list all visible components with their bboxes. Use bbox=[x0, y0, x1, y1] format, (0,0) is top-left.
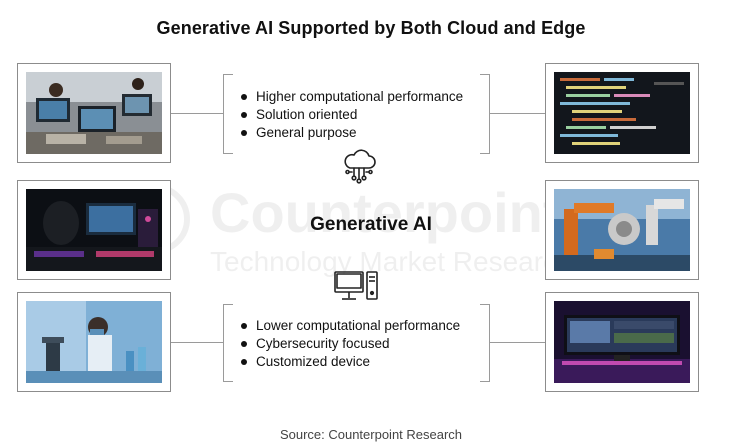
cloud-feature-item: Higher computational performance bbox=[238, 88, 463, 106]
image-frame-right-bot bbox=[545, 292, 699, 392]
cloud-feature-item: General purpose bbox=[238, 124, 463, 142]
office-laptops-image bbox=[26, 72, 162, 154]
cloud-feature-item: Solution oriented bbox=[238, 106, 463, 124]
bracket-top-right bbox=[480, 74, 490, 154]
connector-right-bot bbox=[490, 342, 545, 343]
bracket-top-left bbox=[223, 74, 233, 154]
connector-left-bot bbox=[171, 342, 223, 343]
edge-feature-list: Lower computational performance Cybersec… bbox=[238, 317, 460, 371]
desktop-computer-icon bbox=[333, 268, 379, 304]
cloud-feature-list: Higher computational performance Solutio… bbox=[238, 88, 463, 142]
lab-scientist-image bbox=[26, 301, 162, 383]
gaming-setup-image bbox=[26, 189, 162, 271]
source-caption: Source: Counterpoint Research bbox=[279, 427, 463, 442]
edge-feature-item: Cybersecurity focused bbox=[238, 335, 460, 353]
image-frame-right-top bbox=[545, 63, 699, 163]
connector-left-top bbox=[171, 113, 223, 114]
monitor-setup-image bbox=[554, 301, 690, 383]
watermark-line2: Technology Market Research bbox=[210, 246, 573, 277]
page-title: Generative AI Supported by Both Cloud an… bbox=[156, 18, 586, 38]
cloud-network-icon bbox=[339, 146, 379, 186]
code-screen-image bbox=[554, 72, 690, 154]
bracket-bot-left bbox=[223, 304, 233, 382]
image-frame-left-bot bbox=[17, 292, 171, 392]
bracket-bot-right bbox=[480, 304, 490, 382]
image-frame-left-mid bbox=[17, 180, 171, 280]
robotic-arms-image bbox=[554, 189, 690, 271]
edge-feature-item: Customized device bbox=[238, 353, 460, 371]
edge-feature-item: Lower computational performance bbox=[238, 317, 460, 335]
image-frame-left-top bbox=[17, 63, 171, 163]
image-frame-right-mid bbox=[545, 180, 699, 280]
connector-right-top bbox=[490, 113, 545, 114]
center-label: Generative AI bbox=[310, 214, 432, 235]
